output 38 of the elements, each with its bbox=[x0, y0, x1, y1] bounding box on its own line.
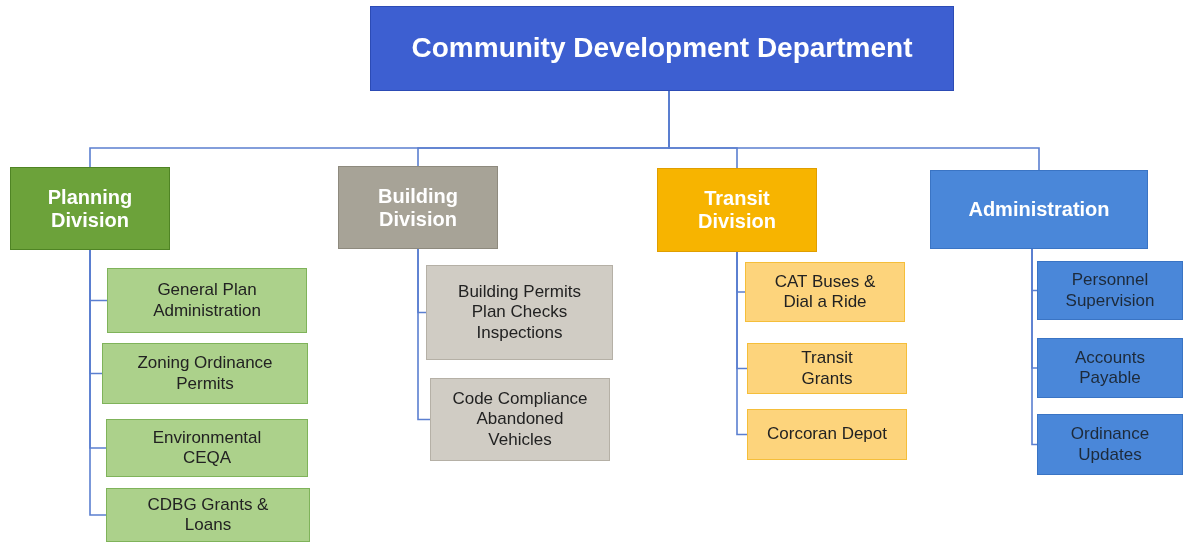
unit-box bbox=[106, 488, 310, 542]
unit-name: Corcoran Depot bbox=[767, 424, 887, 445]
unit-name: Environmental CEQA bbox=[151, 427, 263, 469]
division-box bbox=[338, 166, 498, 249]
unit-box bbox=[1037, 414, 1183, 475]
unit-box bbox=[107, 268, 307, 333]
unit-name: CDBG Grants & Loans bbox=[146, 494, 270, 536]
unit-box bbox=[747, 343, 907, 394]
division-name: Community Development Department bbox=[411, 32, 913, 65]
unit-box bbox=[745, 262, 905, 322]
unit-name: Building Permits Plan Checks Inspections bbox=[457, 281, 582, 344]
unit-box bbox=[106, 419, 308, 477]
division-box bbox=[10, 167, 170, 250]
division-name: Administration bbox=[968, 198, 1110, 221]
unit-name: Ordinance Updates bbox=[1069, 424, 1151, 465]
unit-name: Personnel Supervision bbox=[1064, 270, 1156, 311]
department-box bbox=[370, 6, 954, 91]
connector-line bbox=[736, 251, 748, 436]
unit-name: CAT Buses & Dial a Ride bbox=[773, 271, 877, 313]
unit-name: Transit Grants bbox=[800, 348, 854, 389]
connector-line bbox=[1031, 248, 1038, 446]
unit-box bbox=[430, 378, 610, 461]
unit-box bbox=[747, 409, 907, 460]
unit-name: General Plan Administration bbox=[152, 280, 262, 321]
unit-name: Accounts Payable bbox=[1074, 347, 1146, 389]
connector-line bbox=[417, 248, 431, 421]
unit-box bbox=[1037, 338, 1183, 398]
unit-name: Zoning Ordinance Permits bbox=[136, 353, 274, 394]
unit-name: Code Compliance Abandoned Vehicles bbox=[451, 388, 589, 451]
division-box bbox=[657, 168, 817, 252]
division-name: Transit Division bbox=[697, 187, 777, 233]
unit-box bbox=[102, 343, 308, 404]
unit-box bbox=[426, 265, 613, 360]
division-box bbox=[930, 170, 1148, 249]
unit-box bbox=[1037, 261, 1183, 320]
connector-line bbox=[89, 249, 107, 516]
division-name: Planning Division bbox=[46, 185, 134, 232]
division-name: Building Division bbox=[377, 184, 459, 231]
